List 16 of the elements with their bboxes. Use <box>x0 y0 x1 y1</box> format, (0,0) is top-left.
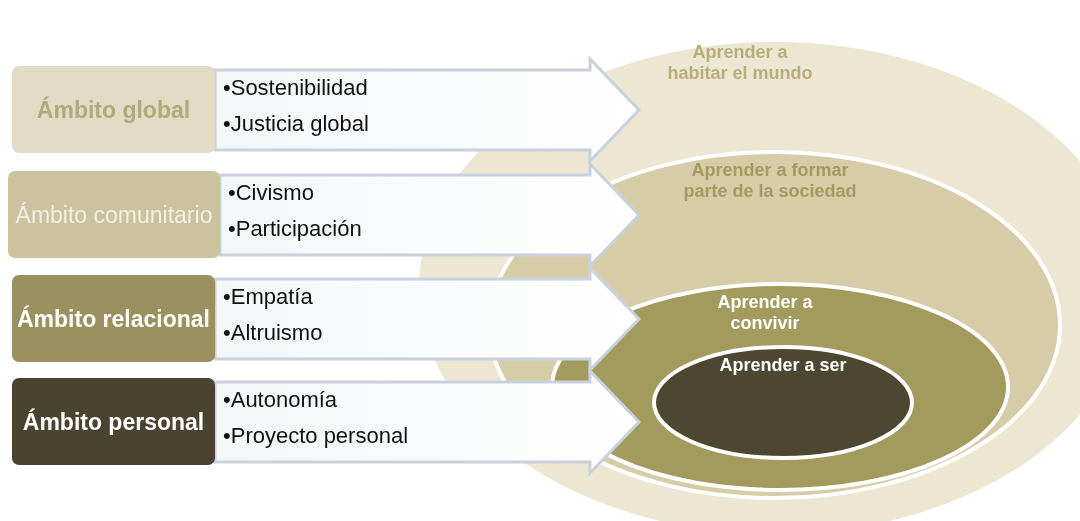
bullet-item: •Civismo <box>228 180 314 205</box>
band-title: Aprender a habitar el mundo <box>666 42 814 84</box>
band-title: Aprender a convivir <box>716 292 814 334</box>
bullet-item: •Proyecto personal <box>223 423 409 448</box>
band-title: Aprender a ser <box>718 355 848 376</box>
category-label: Ámbito personal <box>12 378 215 465</box>
category-label: Ámbito relacional <box>12 275 215 362</box>
bullet-item: •Empatía <box>223 284 313 309</box>
category-label: Ámbito global <box>12 66 215 153</box>
bullet-item: •Sostenibilidad <box>223 75 368 100</box>
band-title: Aprender a formar parte de la sociedad <box>682 160 858 202</box>
bullet-item: •Altruismo <box>223 320 323 345</box>
bullet-item: •Autonomía <box>223 387 338 412</box>
category-label: Ámbito comunitario <box>8 171 220 258</box>
bullet-item: •Participación <box>228 216 362 241</box>
bullet-item: •Justicia global <box>223 111 369 136</box>
